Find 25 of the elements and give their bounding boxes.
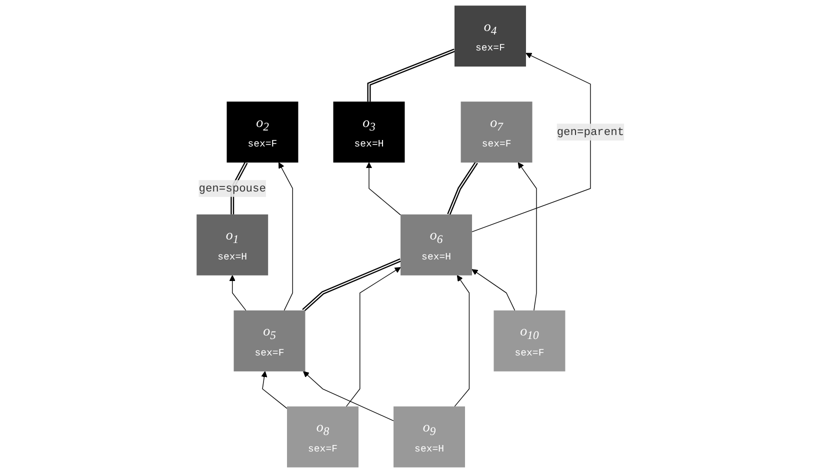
arrow bbox=[278, 162, 294, 311]
arrow bbox=[261, 371, 288, 409]
node-box: o$_{2}$ sex=F bbox=[226, 102, 298, 163]
arrow bbox=[518, 162, 537, 311]
node-box: o$_{6}$ sex=H bbox=[400, 214, 472, 276]
node-box: o$_{1}$ sex=H bbox=[196, 214, 268, 276]
node-box: o$_{9}$ sex=H bbox=[394, 406, 466, 468]
node-box: o$_{4}$ sex=F bbox=[454, 6, 526, 67]
arrow bbox=[346, 267, 401, 407]
edge-label: gen=spouse bbox=[198, 182, 266, 195]
node-box: o$_{3}$ sex=H bbox=[333, 102, 405, 163]
connector bbox=[447, 162, 478, 216]
arrow bbox=[472, 52, 591, 232]
arrow bbox=[366, 162, 402, 216]
arrow bbox=[229, 275, 246, 311]
connector bbox=[367, 48, 456, 102]
edge-label: gen=parent bbox=[556, 126, 624, 138]
node-box: o$_{8}$ sex=F bbox=[287, 406, 359, 468]
arrow bbox=[472, 269, 516, 311]
connector bbox=[302, 258, 402, 312]
arrow bbox=[454, 275, 470, 407]
arrow bbox=[303, 371, 394, 422]
node-box: o$_{10}$ sex=F bbox=[494, 310, 566, 372]
node-box: o$_{5}$ sex=F bbox=[234, 310, 306, 372]
node-box: o$_{7}$ sex=F bbox=[460, 102, 532, 163]
